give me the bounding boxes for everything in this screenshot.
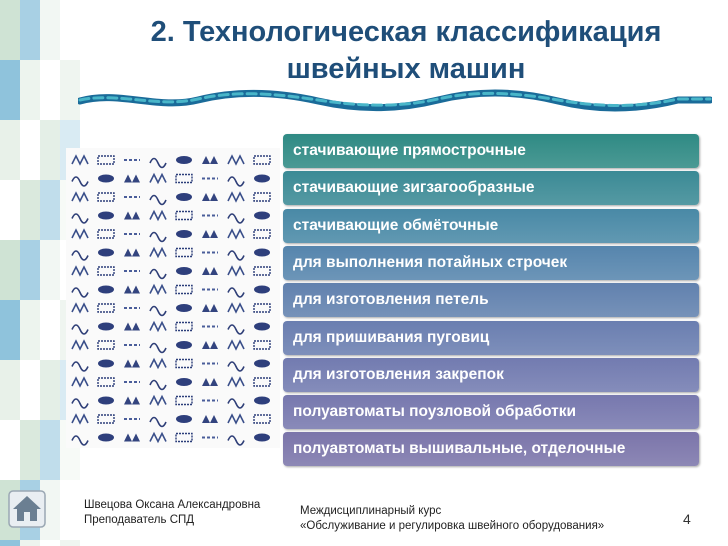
footer-course-line-1: Междисциплинарный курс [300, 505, 442, 517]
slide-title-line-1: 2. Технологическая классификация [150, 16, 662, 48]
footer-course-block: Междисциплинарный курс «Обслуживание и р… [300, 504, 604, 534]
footer-author-role: Преподаватель СПД [84, 514, 195, 526]
classification-item: полуавтоматы вышивальные, отделочные [283, 432, 699, 467]
classification-item: для пришивания пуговиц [283, 320, 699, 355]
classification-item: для выполнения потайных строчек [283, 245, 699, 280]
classification-item: стачивающие прямострочные [283, 134, 699, 168]
footer-course-line-2: «Обслуживание и регулировка швейного обо… [300, 520, 605, 532]
classification-item: стачивающие обмёточные [283, 208, 699, 243]
slide-title: 2. Технологическая классификация швейных… [90, 14, 722, 88]
stitch-patterns-image [66, 148, 280, 448]
classification-item: для изготовления петель [283, 283, 699, 318]
classification-item: для изготовления закрепок [283, 357, 699, 392]
classification-item: полуавтоматы поузловой обработки [283, 395, 699, 430]
footer-author-name: Швецова Оксана Александровна [84, 499, 261, 511]
home-icon[interactable] [8, 490, 46, 528]
classification-item: стачивающие зигзагообразные [283, 171, 699, 206]
slide-title-line-2: швейных машин [286, 53, 526, 85]
footer-author-block: Швецова Оксана Александровна Преподавате… [84, 498, 260, 528]
decorative-squiggle-divider [78, 89, 712, 112]
page-number: 4 [683, 511, 691, 527]
